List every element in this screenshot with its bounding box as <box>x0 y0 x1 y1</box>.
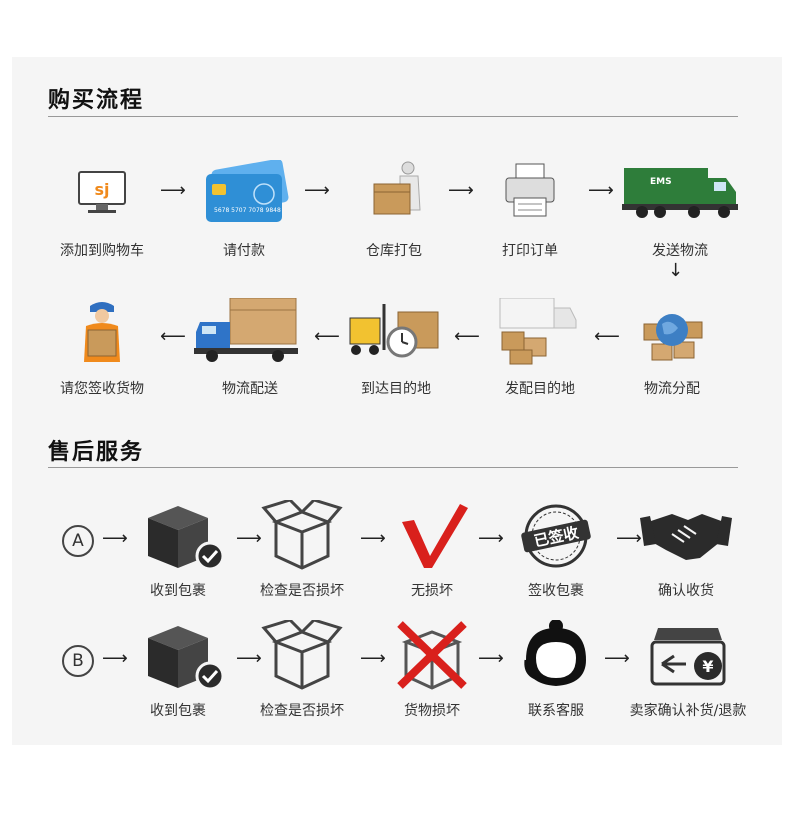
arrow-down-icon: ↓ <box>668 260 684 281</box>
step-label: 打印订单 <box>502 243 558 259</box>
step-label: 签收包裹 <box>528 583 584 599</box>
step-receive-goods: 请您签收货物 <box>42 298 162 398</box>
step-label: 物流分配 <box>644 381 700 397</box>
box-truck-icon <box>194 297 298 362</box>
wallet-refund-icon: ¥ <box>650 628 726 686</box>
step-a-inspect: 检查是否损坏 <box>242 498 362 600</box>
arrow-right-icon: ⟶ <box>360 528 386 549</box>
option-a-marker: A <box>62 525 94 557</box>
step-label: 仓库打包 <box>366 243 422 259</box>
step-label: 检查是否损坏 <box>260 703 344 719</box>
step-label: 联系客服 <box>528 703 584 719</box>
box-red-cross-icon <box>397 621 467 690</box>
section-title-purchase: 购买流程 <box>48 88 145 113</box>
arrow-right-icon: ⟶ <box>616 528 642 549</box>
step-label: 请您签收货物 <box>60 381 144 397</box>
step-a-receive-package: 收到包裹 <box>118 500 238 600</box>
open-box-icon <box>261 618 343 690</box>
arrow-right-icon: ⟶ <box>588 180 614 201</box>
globe-boxes-icon <box>643 314 703 361</box>
arrow-right-icon: ⟶ <box>304 180 330 201</box>
step-label: 添加到购物车 <box>60 243 144 259</box>
ems-truck-icon: EMS <box>622 168 738 218</box>
red-check-icon <box>402 504 468 568</box>
arrow-right-icon: ⟶ <box>604 648 630 669</box>
step-b-inspect: 检查是否损坏 <box>242 618 362 720</box>
arrow-right-icon: ⟶ <box>360 648 386 669</box>
courier-with-box-icon <box>84 302 120 362</box>
monitor-icon: sj <box>78 171 126 213</box>
arrow-right-icon: ⟶ <box>478 528 504 549</box>
step-b-goods-damaged: 货物损坏 <box>372 620 492 720</box>
card-number: 5678 5707 7078 9848 <box>214 207 281 214</box>
step-payment: 5678 5707 7078 9848 请付款 <box>184 158 304 260</box>
step-label: 物流配送 <box>222 381 278 397</box>
arrow-right-icon: ⟶ <box>448 180 474 201</box>
step-label: 收到包裹 <box>150 583 206 599</box>
step-b-receive-package: 收到包裹 <box>118 620 238 720</box>
step-b-contact-service: 联系客服 <box>496 619 616 720</box>
arrow-left-icon: ⟵ <box>594 326 620 347</box>
step-logistics-allocation: 物流分配 <box>612 298 732 398</box>
box-check-icon <box>148 506 225 571</box>
arrow-left-icon: ⟵ <box>454 326 480 347</box>
arrow-right-icon: ⟶ <box>160 180 186 201</box>
step-label: 请付款 <box>223 243 265 259</box>
arrow-left-icon: ⟵ <box>314 326 340 347</box>
arrow-right-icon: ⟶ <box>478 648 504 669</box>
signed-stamp-icon: 已签收 <box>521 504 591 568</box>
arrow-right-icon: ⟶ <box>102 528 128 549</box>
step-b-seller-refund: ¥ 卖家确认补货/退款 <box>628 620 748 720</box>
option-b-marker: B <box>62 645 94 677</box>
arrow-right-icon: ⟶ <box>236 528 262 549</box>
step-a-confirm-receipt: 确认收货 <box>626 500 746 600</box>
packing-person-icon <box>373 161 421 215</box>
step-dispatch-destination: 发配目的地 <box>480 297 600 398</box>
arrow-right-icon: ⟶ <box>102 648 128 669</box>
step-delivery: 物流配送 <box>190 297 310 398</box>
section-title-aftersale: 售后服务 <box>48 440 145 465</box>
white-truck-boxes-icon <box>499 297 577 365</box>
step-label: 收到包裹 <box>150 703 206 719</box>
handshake-icon <box>640 514 732 560</box>
arrow-left-icon: ⟵ <box>160 326 186 347</box>
truck-brand: EMS <box>650 177 672 187</box>
step-label: 无损坏 <box>411 583 453 599</box>
step-label: 卖家确认补货/退款 <box>629 703 747 719</box>
open-box-icon <box>261 498 343 570</box>
box-check-icon <box>148 626 225 691</box>
section-divider <box>48 467 738 468</box>
step-label: 货物损坏 <box>404 703 460 719</box>
step-print-order: 打印订单 <box>470 160 590 260</box>
step-a-sign-package: 已签收 签收包裹 <box>496 500 616 600</box>
stamp-text: 已签收 <box>532 523 580 550</box>
step-warehouse-pack: 仓库打包 <box>334 160 454 260</box>
arrow-right-icon: ⟶ <box>236 648 262 669</box>
forklift-clock-icon <box>349 304 439 358</box>
printer-icon <box>505 163 555 217</box>
step-add-to-cart: sj 添加到购物车 <box>42 160 162 260</box>
step-label: 到达目的地 <box>361 381 431 397</box>
bank-card-icon: 5678 5707 7078 9848 <box>206 158 289 222</box>
section-divider <box>48 116 738 117</box>
step-a-no-damage: 无损坏 <box>372 500 492 600</box>
step-label: 发配目的地 <box>505 381 575 397</box>
step-label: 检查是否损坏 <box>260 583 344 599</box>
step-label: 发送物流 <box>652 243 708 259</box>
step-label: 确认收货 <box>658 583 714 599</box>
svg-text:sj: sj <box>94 180 109 199</box>
customer-service-icon <box>524 619 586 686</box>
currency-symbol: ¥ <box>702 657 713 676</box>
step-arrive-destination: 到达目的地 <box>336 298 456 398</box>
step-ship-logistics: EMS 发送物流 <box>620 160 740 260</box>
